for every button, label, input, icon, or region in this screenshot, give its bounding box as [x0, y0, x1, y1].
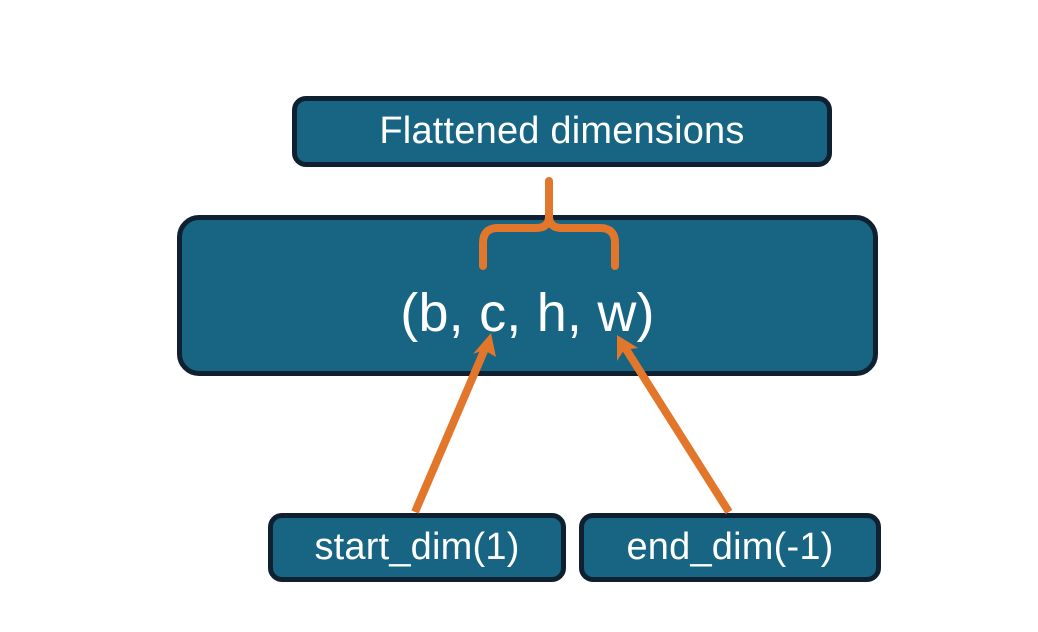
node-flattened-dimensions[interactable]: Flattened dimensions: [292, 96, 832, 167]
node-start-dim[interactable]: start_dim(1): [268, 513, 566, 582]
node-end-dim-label: end_dim(-1): [626, 526, 834, 568]
node-tensor-shape-label: (b, c, h, w): [400, 282, 655, 343]
node-end-dim[interactable]: end_dim(-1): [579, 513, 881, 582]
node-flattened-dimensions-label: Flattened dimensions: [379, 110, 745, 152]
node-tensor-shape[interactable]: (b, c, h, w): [177, 215, 878, 376]
node-start-dim-label: start_dim(1): [314, 526, 520, 568]
